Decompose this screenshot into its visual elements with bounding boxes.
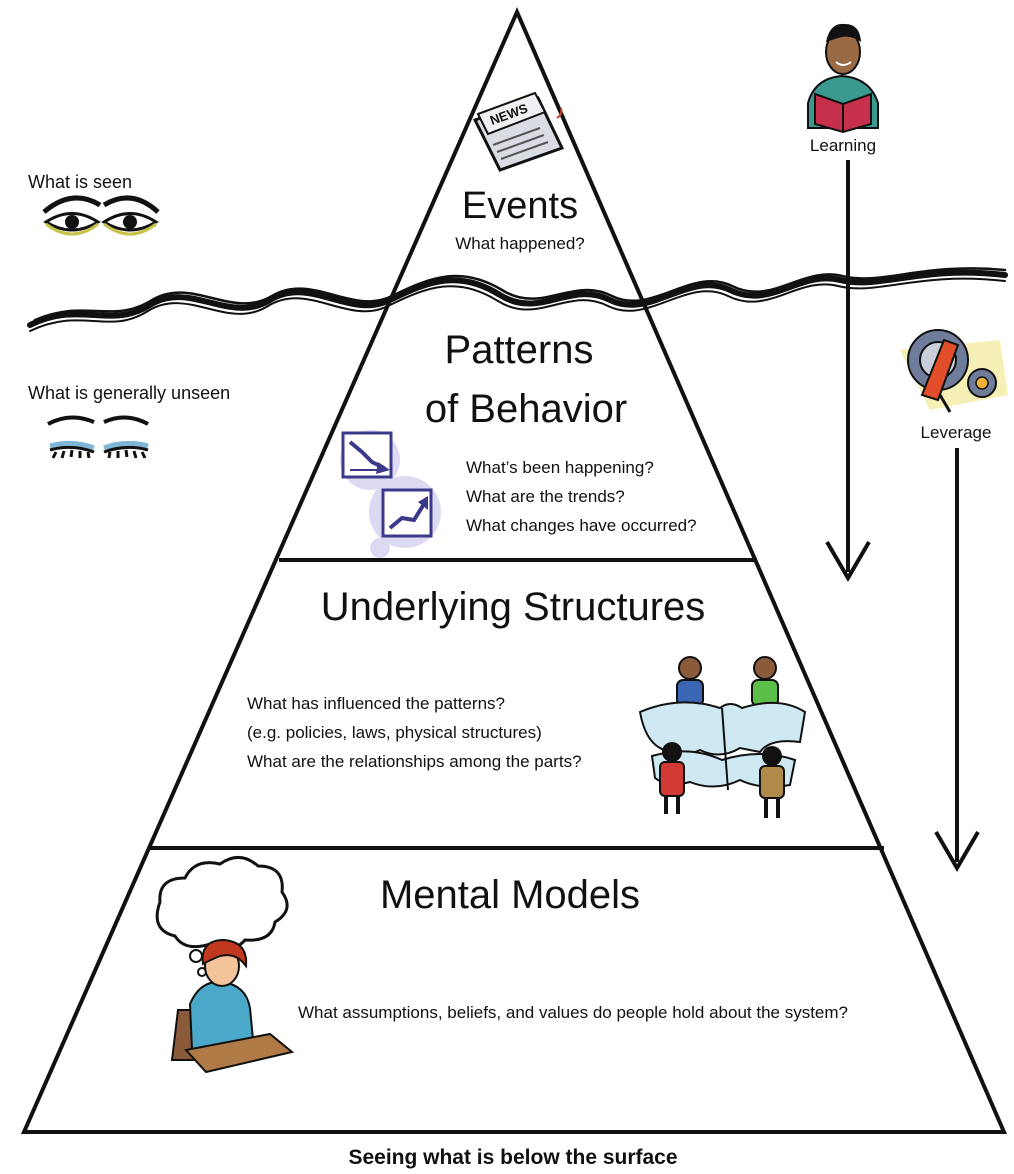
chart-up-icon xyxy=(369,476,441,558)
learning-arrow xyxy=(825,160,871,582)
patterns-title-line1: Patterns xyxy=(445,328,594,372)
pyramid xyxy=(20,7,1008,1134)
gears-icon xyxy=(900,329,1008,413)
diagram-caption: Seeing what is below the surface xyxy=(348,1146,677,1169)
leverage-arrow xyxy=(934,448,980,872)
eyes-open-icon xyxy=(42,195,160,236)
chart-down-icon xyxy=(340,430,400,490)
mental-models-title: Mental Models xyxy=(380,873,640,917)
patterns-question: What are the trends? xyxy=(466,487,625,506)
patterns-question: What changes have occurred? xyxy=(466,516,697,535)
label-what-is-unseen: What is generally unseen xyxy=(28,383,230,403)
structures-question: What are the relationships among the par… xyxy=(247,752,582,771)
structures-title: Underlying Structures xyxy=(321,585,706,629)
events-question: What happened? xyxy=(455,234,585,253)
puzzle-people-icon xyxy=(638,656,807,818)
reading-person-icon xyxy=(807,23,879,134)
label-leverage: Leverage xyxy=(921,423,992,442)
newspaper-icon: NEWS xyxy=(472,91,565,172)
patterns-title-line2: of Behavior xyxy=(425,387,627,431)
structures-question: What has influenced the patterns? xyxy=(247,694,505,713)
thinking-woman-icon xyxy=(155,856,295,1074)
patterns-question: What’s been happening? xyxy=(466,458,654,477)
structures-question: (e.g. policies, laws, physical structure… xyxy=(247,723,542,742)
eyes-closed-icon xyxy=(47,415,149,459)
events-title: Events xyxy=(462,185,578,227)
water-surface xyxy=(27,267,1008,332)
label-what-is-seen: What is seen xyxy=(28,172,132,192)
label-learning: Learning xyxy=(810,136,876,155)
mental-models-question: What assumptions, beliefs, and values do… xyxy=(298,1003,848,1022)
pyramid-outline xyxy=(20,7,1008,1134)
